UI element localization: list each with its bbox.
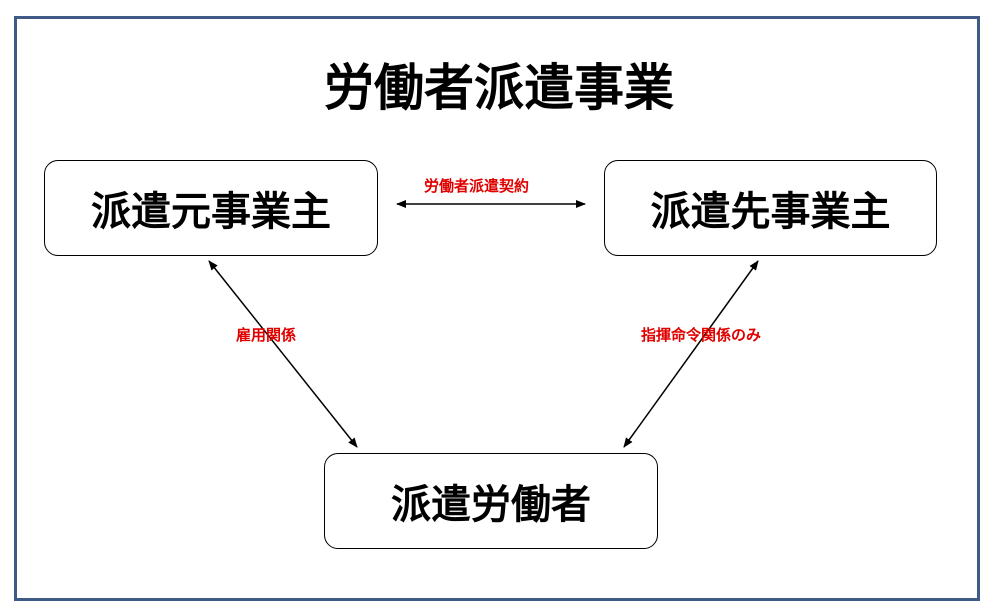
- diagram-frame: [14, 16, 980, 601]
- employment-arrow: [208, 260, 358, 448]
- dispatching-employer-label: 派遣元事業主: [91, 189, 331, 235]
- dispatched-worker-label: 派遣労働者: [391, 482, 591, 528]
- employment-relation-label: 雇用関係: [236, 326, 297, 344]
- contract-relation-label: 労働者派遣契約: [424, 177, 530, 195]
- diagram-title: 労働者派遣事業: [324, 59, 674, 117]
- dispatching-employer-box: 派遣元事業主: [44, 160, 378, 256]
- command-arrow: [623, 260, 759, 448]
- client-employer-box: 派遣先事業主: [604, 160, 937, 256]
- command-relation-label: 指揮命令関係のみ: [641, 326, 762, 344]
- dispatched-worker-box: 派遣労働者: [324, 453, 658, 549]
- client-employer-label: 派遣先事業主: [650, 189, 891, 235]
